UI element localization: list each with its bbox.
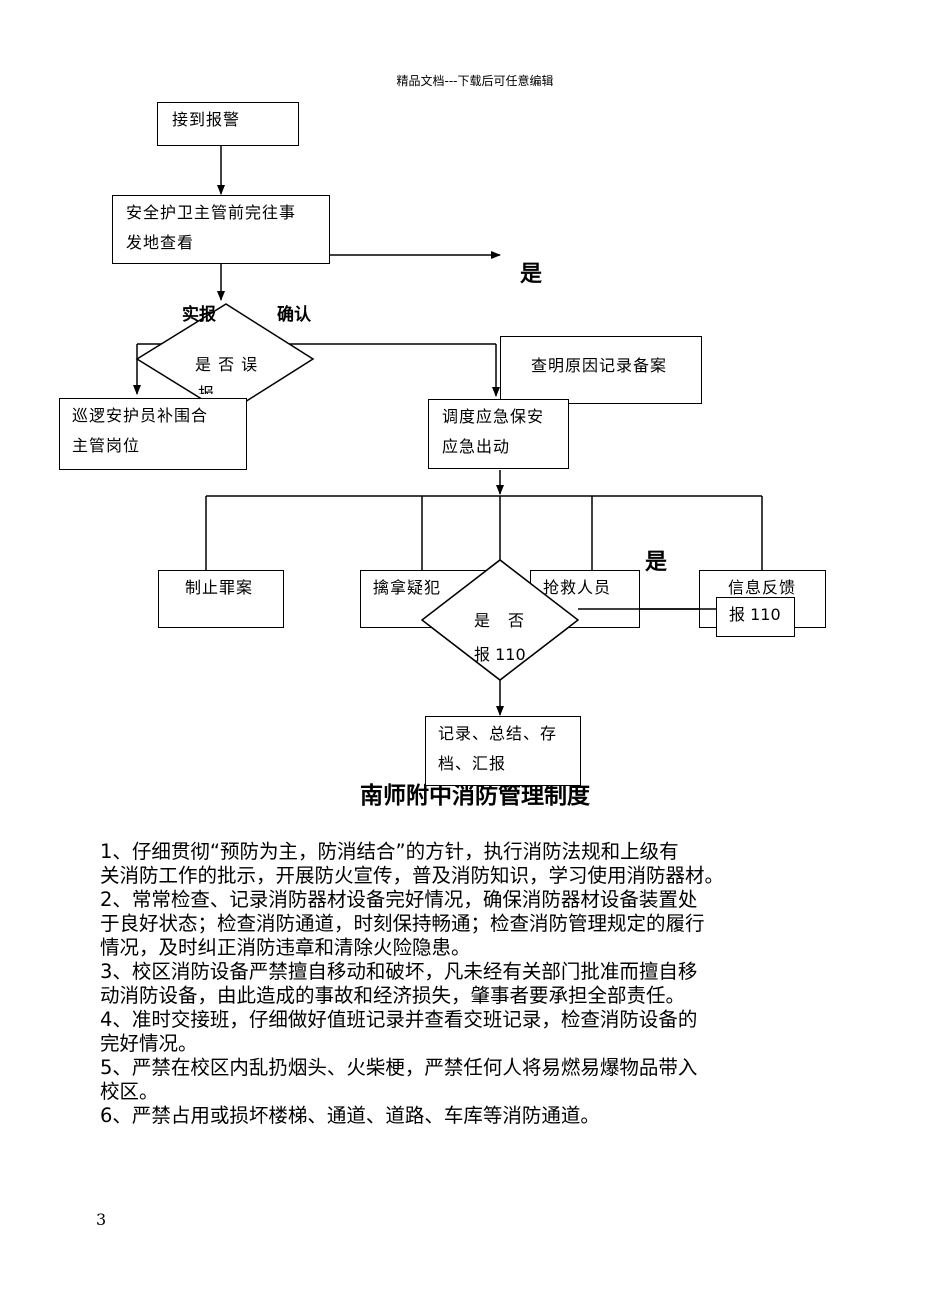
box-record-cause: 查明原因记录备案 (500, 336, 702, 404)
rule-line: 完好情况。 (100, 1032, 198, 1055)
rule-line: 5、严禁在校区内乱扔烟头、火柴梗，严禁任何人将易燃易爆物品带入 (100, 1056, 698, 1079)
rule-line: 4、准时交接班，仔细做好值班记录并查看交班记录，检查消防设备的 (100, 1008, 698, 1031)
rule-line: 3、校区消防设备严禁擅自移动和破坏，凡未经有关部门批准而擅自移 (100, 960, 698, 983)
box-report110: 报 110 (716, 597, 795, 637)
box-dispatch: 调度应急保安 应急出动 (428, 399, 569, 469)
document-title: 南师附中消防管理制度 (360, 783, 590, 809)
rule-line: 关消防工作的批示，开展防火宣传，普及消防知识，学习使用消防器材。 (100, 864, 725, 887)
rule-line: 情况，及时纠正消防违章和清除火险隐患。 (100, 936, 471, 959)
dispatch-line1: 调度应急保安 (442, 407, 545, 426)
rule-line: 校区。 (100, 1080, 159, 1103)
supervisor-line2: 发地查看 (126, 233, 195, 252)
page-number: 3 (96, 1210, 107, 1229)
rule-line: 于良好状态；检查消防通道，时刻保持畅通；检查消防管理规定的履行 (100, 912, 705, 935)
box-rescue: 抢救人员 (530, 570, 640, 628)
rules-text: 1、仔细贯彻“预防为主，防消结合”的方针，执行消防法规和上级有 关消防工作的批示… (100, 840, 900, 1128)
dispatch-line2: 应急出动 (442, 437, 511, 456)
diamond2-line1: 是 否 (474, 611, 526, 630)
catch-suspect-label: 擒拿疑犯 (373, 578, 442, 597)
box-patrol: 巡逻安护员补围合 主管岗位 (59, 398, 247, 470)
rule-line: 1、仔细贯彻“预防为主，防消结合”的方针，执行消防法规和上级有 (100, 840, 679, 863)
rule-line: 动消防设备，由此造成的事故和经济损失，肇事者要承担全部责任。 (100, 984, 686, 1007)
box-supervisor: 安全护卫主管前完往事 发地查看 (112, 195, 330, 264)
box-receive-alarm-label: 接到报警 (172, 110, 241, 129)
yes-label-upper: 是 (520, 262, 543, 287)
rule-line: 6、严禁占用或损坏楼梯、通道、道路、车库等消防通道。 (100, 1104, 600, 1127)
patrol-line1: 巡逻安护员补围合 (72, 406, 209, 425)
summary-line1: 记录、总结、存 (438, 724, 558, 743)
box-catch-suspect: 擒拿疑犯 (360, 570, 488, 628)
box-stop-crime: 制止罪案 (158, 570, 284, 628)
diamond2-line2: 报 110 (474, 645, 526, 664)
page-header: 精品文档---下载后可任意编辑 (396, 74, 554, 88)
rule-line: 2、常常检查、记录消防器材设备完好情况，确保消防器材设备装置处 (100, 888, 698, 911)
summary-line2: 档、汇报 (438, 754, 507, 773)
record-cause-label: 查明原因记录备案 (531, 356, 668, 375)
supervisor-line1: 安全护卫主管前完往事 (126, 203, 297, 222)
verify-left-label: 实报 (182, 305, 216, 325)
box-summary: 记录、总结、存 档、汇报 (425, 716, 581, 786)
feedback-label: 信息反馈 (728, 578, 797, 597)
box-receive-alarm: 接到报警 (157, 102, 299, 146)
diamond1-line1: 是 否 误 (195, 355, 259, 374)
patrol-line2: 主管岗位 (72, 436, 141, 455)
stop-crime-label: 制止罪案 (185, 578, 254, 597)
diamond1-line2: 报 (198, 384, 216, 394)
yes-label-lower: 是 (645, 550, 668, 575)
verify-right-label: 确认 (277, 305, 311, 325)
rescue-label: 抢救人员 (543, 578, 612, 597)
report110-label: 报 110 (729, 605, 781, 624)
